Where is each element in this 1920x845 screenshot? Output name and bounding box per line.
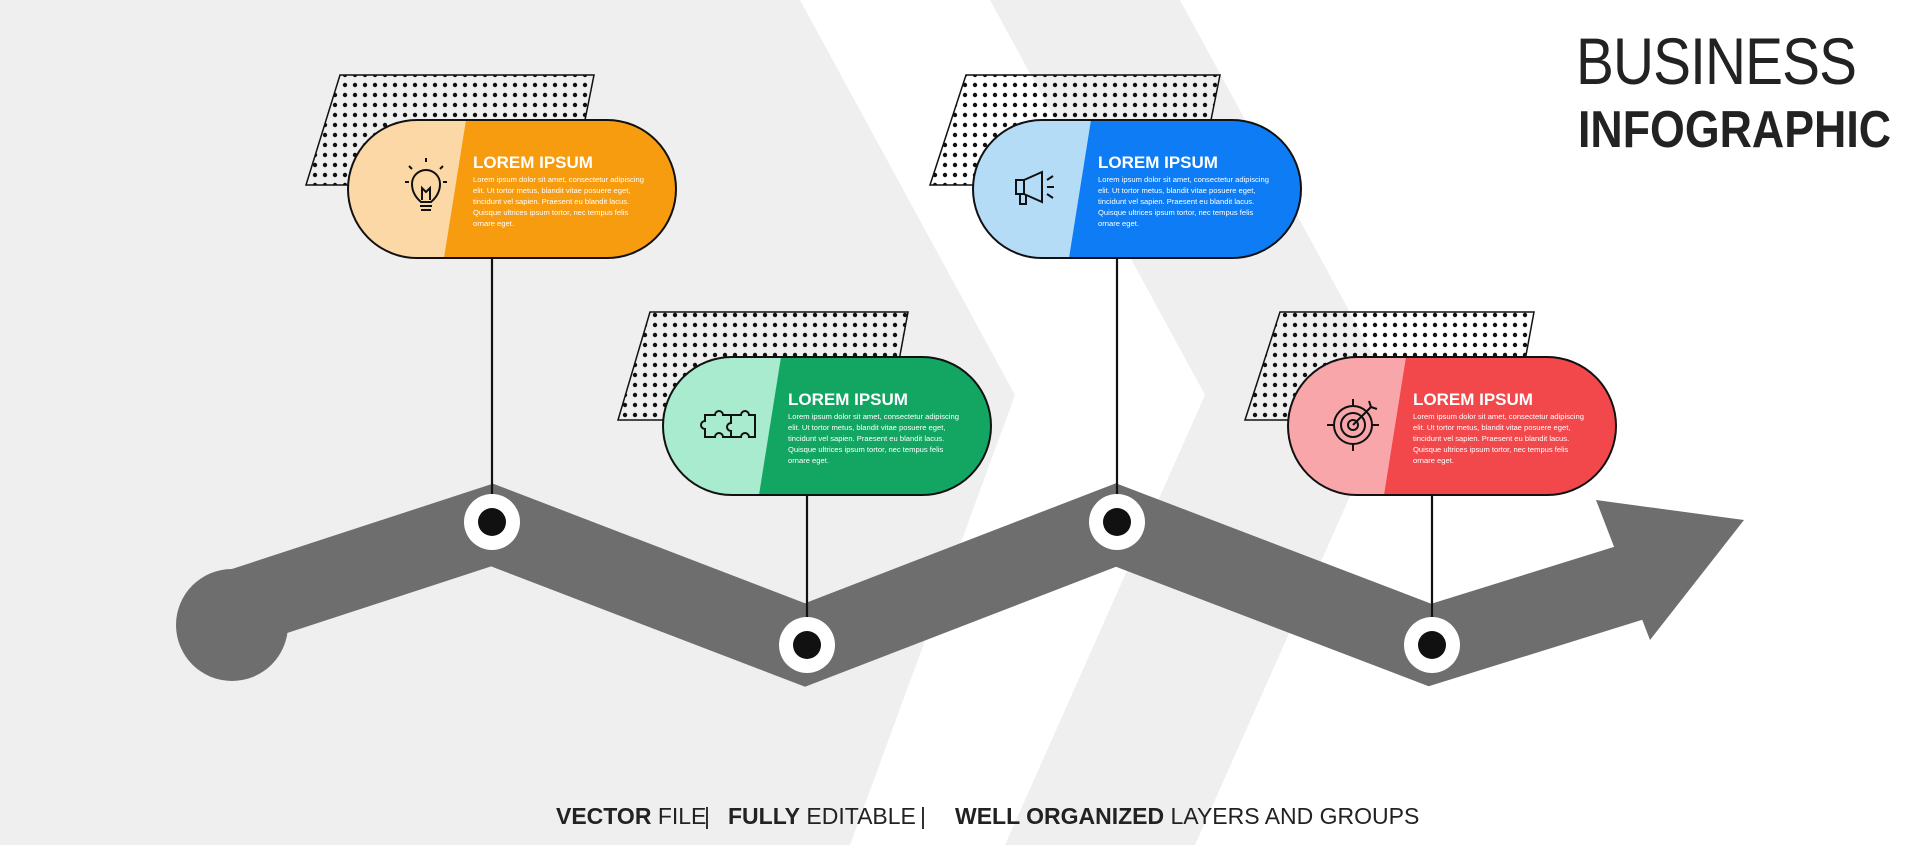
timeline-start-dot [176, 569, 288, 681]
step-3-body-line: tincidunt vel sapien. Praesent eu blandi… [1098, 197, 1254, 206]
step-3-body-line: Lorem ipsum dolor sit amet, consectetur … [1098, 175, 1269, 184]
page-title-line2: INFOGRAPHIC [1578, 101, 1892, 159]
card-body-light [663, 357, 781, 495]
step-2-body-line: Quisque ultrices ipsum tortor, nec tempu… [788, 445, 944, 454]
lightbulb-icon [405, 158, 447, 211]
step-card-1: LOREM IPSUM Lorem ipsum dolor sit amet, … [347, 119, 677, 259]
step-1-body: Lorem ipsum dolor sit amet, consectetur … [473, 175, 644, 228]
timeline-node-2 [779, 617, 835, 673]
timeline-zigzag [219, 483, 1667, 687]
footer-part3-rest: LAYERS AND GROUPS [1164, 803, 1420, 829]
step-3-body-line: elit. Ut tortor metus, blandit vitae pos… [1098, 186, 1255, 195]
footer-part3-bold: WELL ORGANIZED [955, 803, 1165, 829]
step-1-body-line: ornare eget. [473, 219, 514, 228]
footer-part2-rest: EDITABLE [800, 803, 916, 829]
step-1-body-line: tincidunt vel sapien. Praesent eu blandi… [473, 197, 629, 206]
step-2-body-line: elit. Ut tortor metus, blandit vitae pos… [788, 423, 945, 432]
step-4-body-line: tincidunt vel sapien. Praesent eu blandi… [1413, 434, 1569, 443]
step-2-body: Lorem ipsum dolor sit amet, consectetur … [788, 412, 959, 465]
step-4-body: Lorem ipsum dolor sit amet, consectetur … [1413, 412, 1584, 465]
footer-separator-1: | [704, 803, 710, 829]
footer-part2-bold: FULLY [728, 803, 800, 829]
puzzle-icon [700, 410, 756, 438]
step-4-body-line: Quisque ultrices ipsum tortor, nec tempu… [1413, 445, 1569, 454]
footer-caption: VECTOR FILE | FULLY EDITABLE | WELL ORGA… [0, 800, 1920, 834]
timeline-node-4 [1404, 617, 1460, 673]
timeline-path [176, 483, 1744, 687]
footer-part2: FULLY EDITABLE [728, 803, 916, 830]
step-2-heading: LOREM IPSUM [788, 390, 908, 409]
footer-part1-rest: FILE [651, 803, 707, 829]
card-body-light [1288, 357, 1406, 495]
timeline-node-1 [464, 494, 520, 550]
step-4-body-line: Lorem ipsum dolor sit amet, consectetur … [1413, 412, 1584, 421]
step-4-body-line: ornare eget. [1413, 456, 1454, 465]
step-3-body-line: ornare eget. [1098, 219, 1139, 228]
megaphone-icon [1015, 170, 1054, 205]
step-3-body-line: Quisque ultrices ipsum tortor, nec tempu… [1098, 208, 1254, 217]
step-card-4: LOREM IPSUM Lorem ipsum dolor sit amet, … [1287, 356, 1617, 496]
step-1-body-line: Lorem ipsum dolor sit amet, consectetur … [473, 175, 644, 184]
step-3-heading: LOREM IPSUM [1098, 153, 1218, 172]
step-4-body-line: elit. Ut tortor metus, blandit vitae pos… [1413, 423, 1570, 432]
timeline-node-3 [1089, 494, 1145, 550]
step-4-heading: LOREM IPSUM [1413, 390, 1533, 409]
page-title-line1: BUSINESS [1576, 24, 1857, 98]
step-2-body-line: tincidunt vel sapien. Praesent eu blandi… [788, 434, 944, 443]
footer-part1-bold: VECTOR [556, 803, 652, 829]
card-body-light [348, 120, 466, 258]
footer-separator-2: | [920, 803, 926, 829]
timeline-arrow-head [1596, 500, 1744, 640]
step-2-body-line: ornare eget. [788, 456, 829, 465]
step-2-body-line: Lorem ipsum dolor sit amet, consectetur … [788, 412, 959, 421]
step-1-body-line: Quisque ultrices ipsum tortor, nec tempu… [473, 208, 629, 217]
footer-part1: VECTOR FILE [556, 803, 706, 830]
step-3-body: Lorem ipsum dolor sit amet, consectetur … [1098, 175, 1269, 228]
card-body-light [973, 120, 1091, 258]
step-card-2: LOREM IPSUM Lorem ipsum dolor sit amet, … [662, 356, 992, 496]
footer-part3: WELL ORGANIZED LAYERS AND GROUPS [955, 803, 1419, 830]
step-1-body-line: elit. Ut tortor metus, blandit vitae pos… [473, 186, 630, 195]
step-1-heading: LOREM IPSUM [473, 153, 593, 172]
timeline-nodes [464, 494, 1460, 673]
target-icon [1327, 399, 1379, 451]
step-card-3: LOREM IPSUM Lorem ipsum dolor sit amet, … [972, 119, 1302, 259]
